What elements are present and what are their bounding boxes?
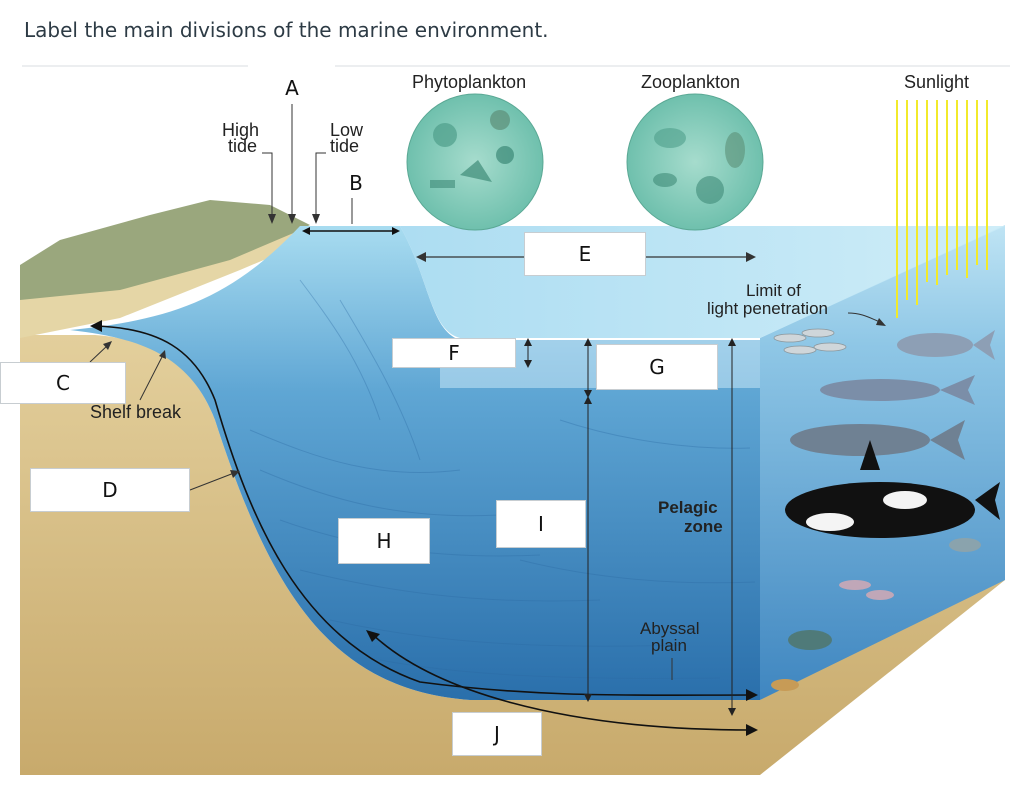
answer-box-a[interactable]: A	[270, 72, 314, 104]
b-arrowhead-right	[392, 227, 400, 235]
low-tide-arrowhead	[312, 214, 320, 224]
ocean-surface	[300, 226, 1005, 338]
answer-box-d-label: D	[102, 478, 118, 502]
benthic-arrowhead-left	[366, 630, 380, 642]
pelagic-zone-label-line2: zone	[684, 517, 723, 536]
high-tide-label-line2: tide	[228, 136, 257, 156]
shelf-break-label: Shelf break	[90, 402, 182, 422]
answer-box-e[interactable]: E	[524, 232, 646, 276]
d-leader	[189, 472, 235, 491]
answer-box-i[interactable]: I	[496, 500, 586, 548]
marine-life	[771, 328, 1000, 691]
abyssal-plain-label-line1: Abyssal	[640, 619, 700, 638]
i-arrowhead-top	[584, 396, 592, 404]
seafloor-block	[20, 335, 1005, 775]
light-limit-leader	[847, 312, 881, 323]
g-arrowhead-top	[584, 338, 592, 346]
answer-box-g[interactable]: G	[596, 344, 718, 390]
d-leader-arrowhead	[230, 470, 240, 478]
low-tide-label-line1: Low	[330, 120, 364, 140]
g-arrowhead-bottom	[584, 390, 592, 398]
pelagic-arrowhead-top	[728, 338, 736, 346]
answer-box-e-label: E	[578, 242, 592, 266]
light-limit-arrowhead	[876, 318, 886, 326]
b-arrowhead-left	[302, 227, 310, 235]
answer-box-f[interactable]: F	[392, 338, 516, 368]
abyssal-plain-label-line2: plain	[651, 636, 687, 655]
low-tide-label-line2: tide	[330, 136, 359, 156]
light-limit-label-line1: Limit of	[746, 281, 801, 300]
answer-box-j-label: J	[494, 722, 500, 746]
f-arrowhead-bottom	[524, 360, 532, 368]
answer-box-c[interactable]: C	[0, 362, 126, 404]
a-arrowhead	[288, 214, 296, 224]
shelf-contour-arrowhead-left	[90, 320, 102, 332]
phytoplankton-label: Phytoplankton	[412, 72, 526, 92]
answer-box-d[interactable]: D	[30, 468, 190, 512]
benthic-arrow	[369, 631, 753, 731]
high-tide-pointer	[262, 152, 273, 218]
e-arrowhead-right	[746, 252, 756, 262]
question-text: Label the main divisions of the marine e…	[24, 18, 549, 42]
zooplankton-label: Zooplankton	[641, 72, 740, 92]
beach-strip	[20, 226, 330, 338]
answer-box-h-label: H	[376, 529, 392, 553]
benthic-arrowhead-right	[746, 724, 758, 736]
i-arrowhead-bottom	[584, 694, 592, 702]
answer-box-b-label: B	[349, 171, 363, 195]
c-leader-arrowhead	[103, 341, 112, 350]
answer-box-a-label: A	[285, 76, 299, 100]
answer-box-b[interactable]: B	[338, 168, 374, 198]
answer-box-c-label: C	[56, 371, 70, 395]
light-limit-label-line2: light penetration	[707, 299, 828, 318]
phytoplankton-illustration	[406, 93, 544, 231]
answer-box-h[interactable]: H	[338, 518, 430, 564]
e-arrowhead-left	[416, 252, 426, 262]
low-tide-pointer	[315, 152, 326, 218]
zooplankton-illustration	[626, 93, 764, 231]
shelf-break-leader	[139, 354, 164, 401]
sunlight-label: Sunlight	[904, 72, 969, 92]
answer-box-g-label: G	[649, 355, 665, 379]
answer-box-j[interactable]: J	[452, 712, 542, 756]
sunlight-rays	[896, 100, 988, 318]
high-tide-arrowhead	[268, 214, 276, 224]
pelagic-arrowhead-bottom	[728, 708, 736, 716]
shelf-contour-line	[94, 325, 753, 697]
pelagic-zone-label-line1: Pelagic	[658, 498, 718, 517]
shelf-break-arrowhead	[159, 350, 166, 359]
c-leader	[89, 344, 109, 363]
high-tide-label-line1: High	[222, 120, 259, 140]
f-arrowhead-top	[524, 338, 532, 346]
answer-box-i-label: I	[538, 512, 544, 536]
shelf-contour-arrowhead-right	[746, 689, 758, 701]
answer-box-f-label: F	[448, 341, 460, 365]
